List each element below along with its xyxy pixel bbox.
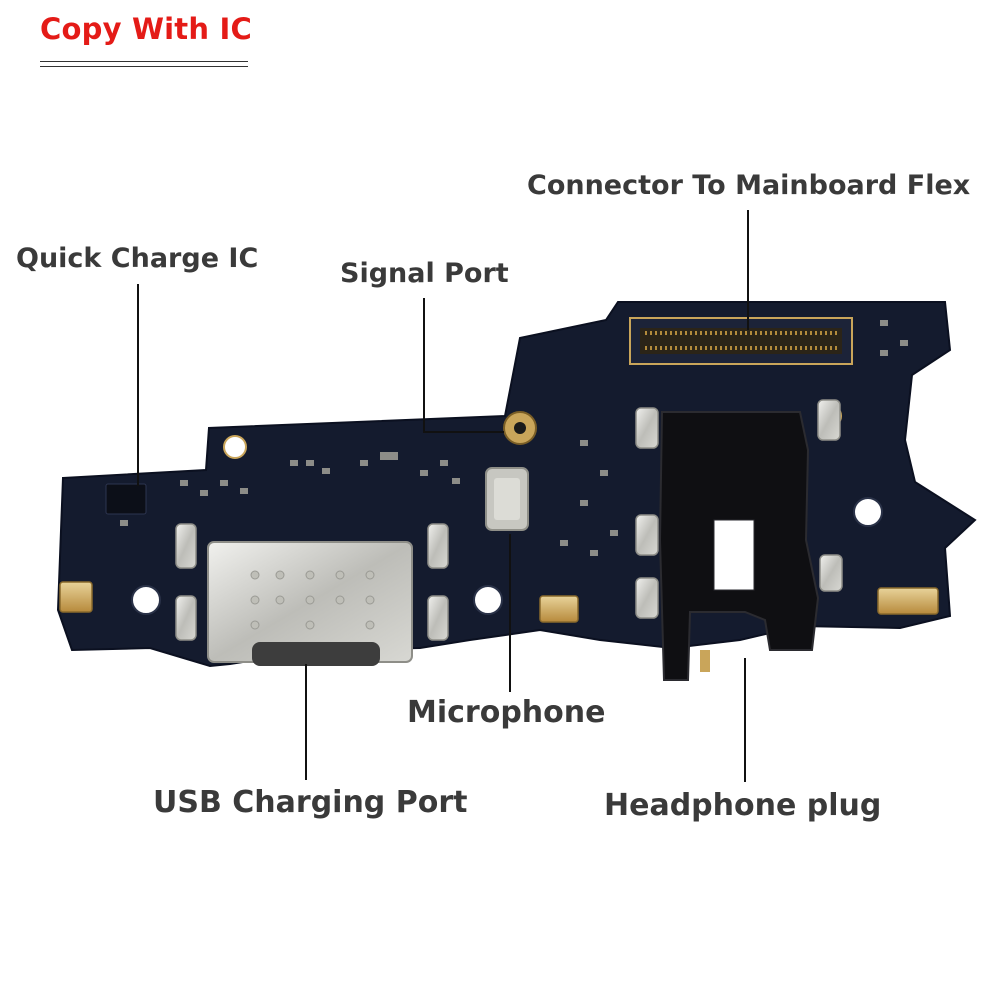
banner-underline-bottom bbox=[40, 66, 248, 67]
usb-port-label: USB Charging Port bbox=[153, 785, 468, 820]
banner-title: Copy With IC bbox=[40, 12, 252, 46]
solder-tab bbox=[635, 514, 659, 556]
leader-lines bbox=[137, 210, 749, 782]
mounting-hole bbox=[853, 497, 883, 527]
microphone-label: Microphone bbox=[407, 695, 606, 730]
solder-tab bbox=[817, 399, 841, 441]
spring-contact bbox=[877, 587, 939, 615]
solder-tab bbox=[175, 523, 197, 569]
solder-tab bbox=[427, 523, 449, 569]
spring-contact bbox=[59, 581, 93, 613]
usb-c-opening bbox=[252, 642, 380, 666]
solder-tab bbox=[819, 554, 843, 592]
signal-port-label: Signal Port bbox=[340, 258, 509, 289]
headphone-label: Headphone plug bbox=[604, 788, 882, 823]
mounting-hole bbox=[223, 435, 247, 459]
headphone-jack-slot bbox=[713, 519, 755, 591]
solder-tab bbox=[635, 577, 659, 619]
mounting-hole bbox=[473, 585, 503, 615]
solder-tab bbox=[427, 595, 449, 641]
connector-label: Connector To Mainboard Flex bbox=[527, 170, 971, 201]
quick-charge-label: Quick Charge IC bbox=[16, 243, 259, 274]
solder-tab bbox=[635, 407, 659, 449]
spring-contact bbox=[539, 595, 579, 623]
mounting-hole bbox=[131, 585, 161, 615]
solder-tab bbox=[175, 595, 197, 641]
quick-charge-ic-chip bbox=[105, 483, 147, 515]
banner-underline-top bbox=[40, 61, 248, 62]
